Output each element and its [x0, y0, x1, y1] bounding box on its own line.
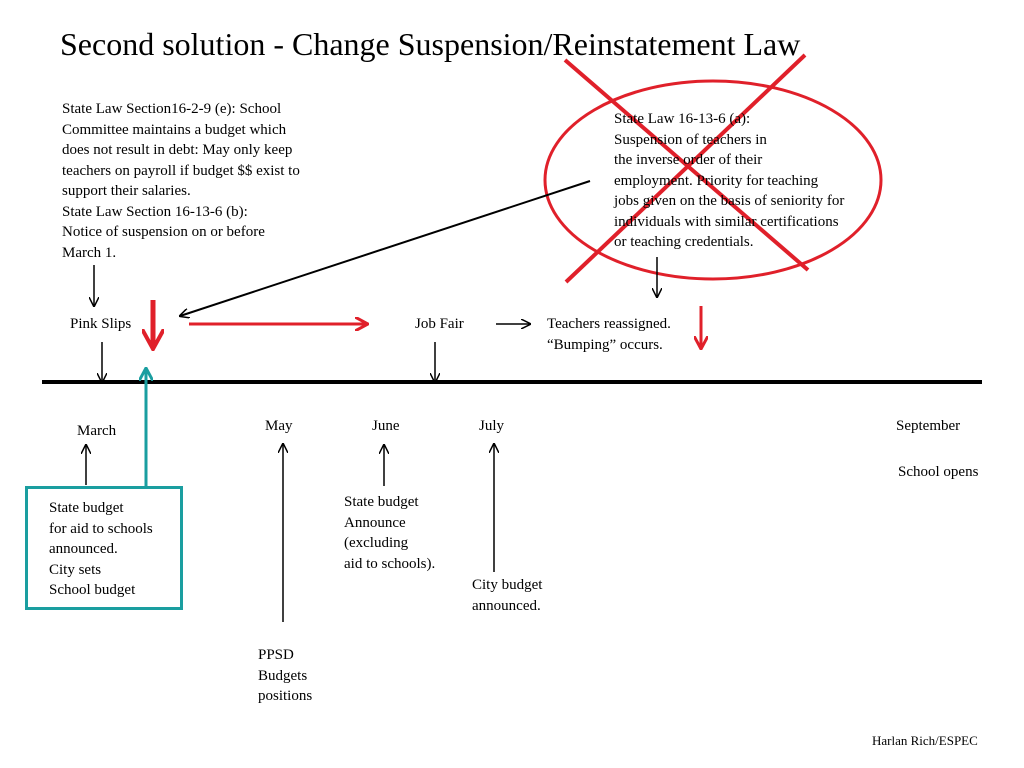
- month-march: March: [77, 423, 117, 439]
- strike-ellipse: [543, 79, 883, 281]
- budget-law-text: State Law Section16-2-9 (e): School Comm…: [62, 101, 300, 261]
- strike-line-2: [564, 53, 807, 284]
- month-september: September: [896, 418, 961, 434]
- credit-text: Harlan Rich/ESPEC: [872, 733, 978, 748]
- arrow-seniority-law-to-suspension: [180, 180, 591, 316]
- school-opens-note: School opens: [898, 464, 979, 480]
- month-may: May: [265, 418, 293, 434]
- reassigned-label: Teachers reassigned. “Bumping” occurs.: [547, 316, 671, 353]
- state-aid-box: [25, 486, 183, 610]
- job-fair-label: Job Fair: [415, 316, 464, 332]
- month-july: July: [479, 418, 505, 434]
- slide-title: Second solution - Change Suspension/Rein…: [60, 26, 801, 62]
- ppsd-note: PPSD Budgets positions: [258, 647, 313, 704]
- pink-slips-label: Pink Slips: [70, 316, 132, 332]
- state-budget-note: State budget Announce (excluding aid to …: [344, 494, 436, 572]
- state-aid-note: State budget for aid to schools announce…: [49, 500, 153, 598]
- seniority-law-text: State Law 16-13-6 (a): Suspension of tea…: [614, 111, 845, 250]
- city-budget-note: City budget announced.: [472, 577, 543, 614]
- month-june: June: [372, 418, 400, 434]
